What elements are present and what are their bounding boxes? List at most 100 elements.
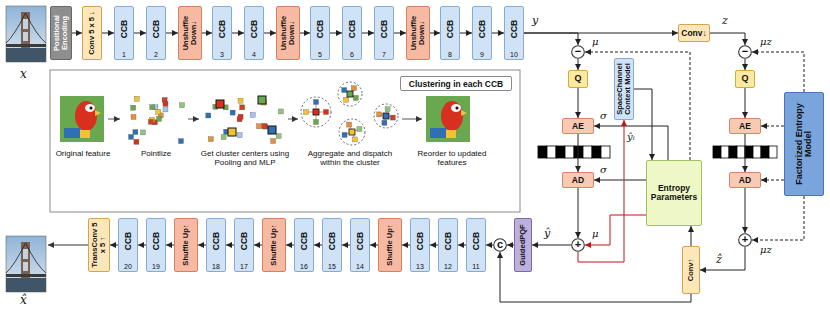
connector bbox=[594, 126, 668, 160]
connector bbox=[460, 33, 472, 34]
feature-point bbox=[240, 105, 245, 110]
box-label: 12 bbox=[439, 263, 457, 270]
connector bbox=[300, 33, 310, 34]
box-label: AE bbox=[565, 122, 591, 131]
cluster-center bbox=[349, 129, 355, 135]
connector bbox=[578, 120, 624, 262]
connector bbox=[507, 245, 514, 246]
circle-shape bbox=[739, 46, 752, 59]
connector bbox=[745, 59, 746, 70]
box-label: 5 bbox=[311, 51, 329, 58]
feature-point bbox=[237, 133, 242, 138]
connector bbox=[524, 33, 578, 45]
feature-point bbox=[357, 127, 362, 132]
box-label: CCB bbox=[316, 10, 325, 48]
box-label: CCB bbox=[446, 10, 455, 48]
operator-circle: + bbox=[571, 238, 585, 252]
parrot-face bbox=[451, 104, 461, 112]
connector bbox=[254, 245, 262, 246]
feature-point bbox=[163, 101, 168, 106]
feature-point bbox=[230, 110, 235, 115]
tower-arch bbox=[23, 32, 28, 41]
box-label: 7 bbox=[375, 51, 393, 58]
feature-point bbox=[262, 123, 267, 128]
encoding-box: Positional Encoding bbox=[50, 6, 72, 60]
bitstream-cell bbox=[721, 146, 729, 158]
operator-circle: + bbox=[738, 233, 752, 247]
box-label: CCB bbox=[510, 10, 519, 48]
bridge-cable bbox=[6, 13, 46, 43]
clustering-panel bbox=[50, 70, 520, 212]
feature-point bbox=[271, 139, 276, 144]
box-label: 13 bbox=[411, 263, 429, 270]
feature-point bbox=[131, 105, 136, 110]
shuffle-box: Shuffle Up↑ bbox=[378, 218, 402, 272]
cluster-center bbox=[347, 91, 353, 97]
connector bbox=[202, 33, 212, 34]
photo-frame bbox=[6, 6, 46, 62]
tower-arch bbox=[23, 262, 28, 271]
feature-point bbox=[178, 139, 183, 144]
step-arrow bbox=[108, 119, 120, 120]
encoder-box: AE bbox=[729, 118, 761, 134]
box-label: 4 bbox=[245, 51, 263, 58]
parrot-wing bbox=[446, 130, 456, 138]
box-label: GuidedPQF bbox=[519, 220, 527, 270]
connector bbox=[110, 245, 118, 246]
cluster-circle bbox=[339, 119, 365, 145]
connector bbox=[342, 245, 350, 246]
feature-point bbox=[353, 95, 358, 100]
box-label: + bbox=[738, 234, 752, 245]
connector bbox=[138, 245, 146, 246]
bridge-deck bbox=[6, 274, 46, 277]
feature-point bbox=[238, 98, 243, 103]
box-label: Conv↑ bbox=[687, 248, 695, 292]
box-label: Unshuffle Down↓ bbox=[410, 8, 426, 58]
cluster-center bbox=[216, 100, 224, 108]
connector bbox=[745, 88, 746, 118]
variable-label: μz bbox=[760, 36, 772, 47]
box-label: Q bbox=[571, 74, 585, 83]
connector bbox=[691, 226, 692, 246]
feature-image bbox=[60, 96, 104, 142]
bitstream-cell bbox=[769, 146, 777, 158]
connector bbox=[532, 245, 571, 246]
parrot-body bbox=[75, 101, 97, 131]
box-label: CCB bbox=[120, 10, 129, 48]
bridge-tower bbox=[21, 12, 30, 48]
box-label: AE bbox=[732, 122, 758, 131]
connector bbox=[745, 188, 746, 233]
feature-point bbox=[131, 114, 136, 119]
box-label: CCB bbox=[478, 10, 487, 48]
feature-point bbox=[140, 130, 145, 135]
box-label: 14 bbox=[351, 263, 369, 270]
box-label: 11 bbox=[467, 263, 485, 270]
parrot-beak bbox=[95, 110, 101, 116]
box-label: Factorized Entropy Model bbox=[795, 94, 814, 194]
bitstream-cell bbox=[547, 146, 556, 158]
conv-box: Conv↑ bbox=[682, 246, 700, 294]
filter-box: GuidedPQF bbox=[514, 218, 532, 272]
circle-shape bbox=[572, 239, 585, 252]
ccb-block: CCB12 bbox=[438, 218, 458, 272]
parrot-wing bbox=[64, 128, 80, 138]
variable-label: z bbox=[722, 15, 728, 27]
parrot-beak bbox=[461, 110, 467, 116]
box-label: TransConv 5 x 5 ↑ bbox=[91, 220, 107, 270]
ccb-block: CCB 5 bbox=[310, 6, 330, 60]
encoder-box: AE bbox=[562, 118, 594, 134]
feature-point bbox=[344, 97, 349, 102]
box-label: Conv 5 x 5 ↓ bbox=[88, 8, 96, 58]
parrot-eye bbox=[456, 107, 459, 110]
feature-point bbox=[150, 105, 155, 110]
connector bbox=[370, 245, 378, 246]
bitstream-cell bbox=[583, 146, 592, 158]
box-label: CCB bbox=[356, 222, 365, 260]
photo-water bbox=[6, 48, 46, 62]
variable-label: x bbox=[20, 68, 27, 81]
connector bbox=[578, 88, 579, 118]
ccb-block: CCB1 bbox=[114, 6, 134, 60]
box-label: Shuffle Up↑ bbox=[270, 220, 278, 270]
bitstream-cell bbox=[713, 146, 721, 158]
connector bbox=[102, 33, 114, 34]
